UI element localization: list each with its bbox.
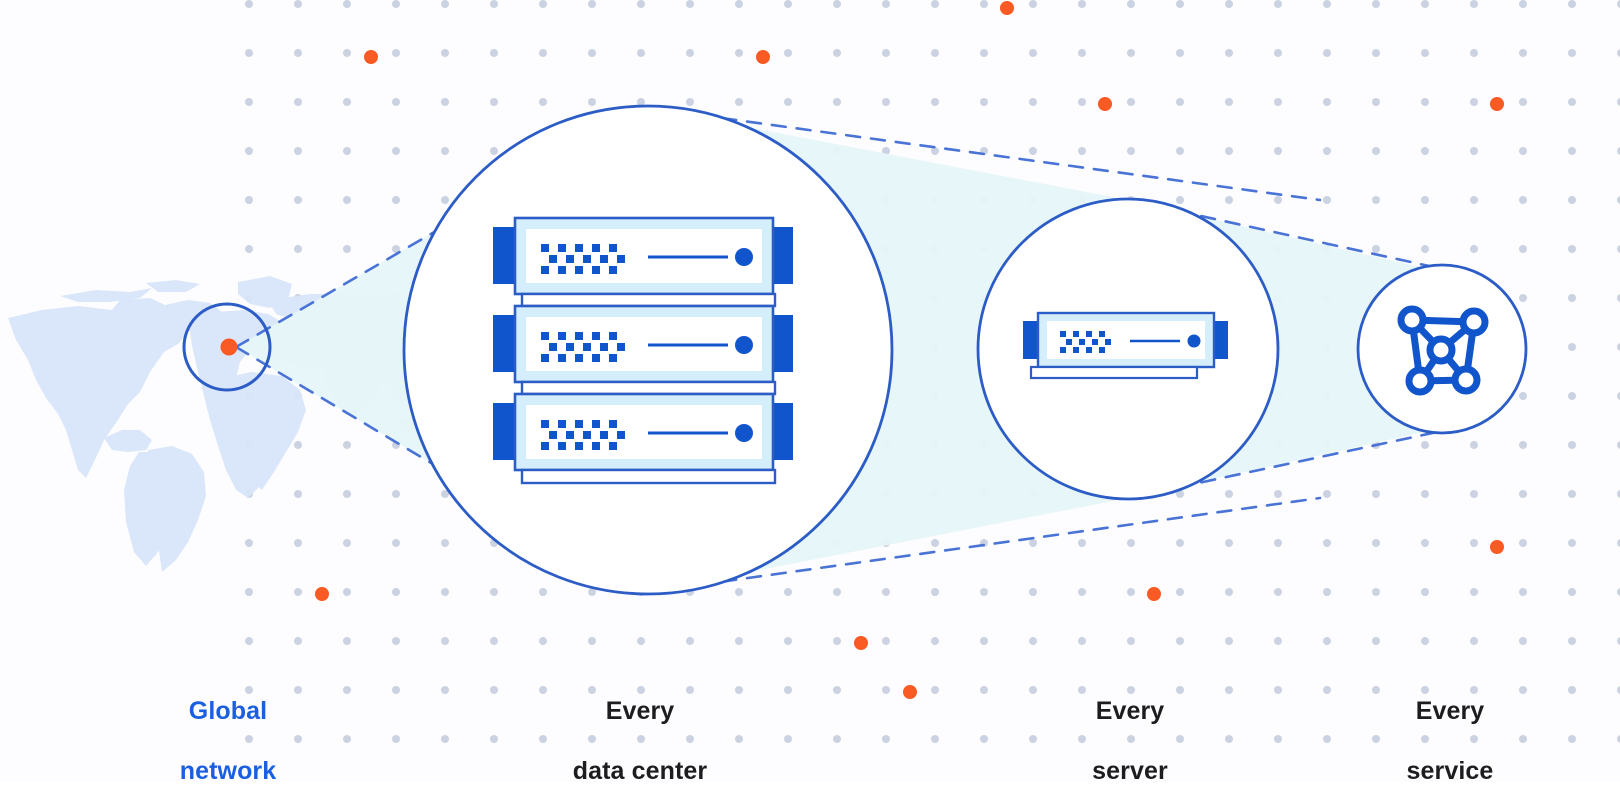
server-unit	[493, 216, 793, 296]
network-location-marker-icon	[220, 338, 238, 356]
stage-label-data-center: Every data center	[530, 666, 750, 786]
label-line-1: Global	[188, 697, 268, 725]
stage-label-server: Every server	[1020, 666, 1240, 786]
europe-highlight-circle	[182, 302, 272, 392]
stage-label-service: Every service	[1340, 666, 1560, 786]
label-line-2: network	[179, 757, 277, 785]
server-unit	[493, 304, 793, 384]
server-unit	[493, 392, 793, 472]
single-server-icon	[1023, 311, 1228, 380]
label-line-2: data center	[572, 757, 708, 785]
label-line-2: service	[1406, 757, 1494, 785]
label-line-2: server	[1092, 757, 1168, 785]
label-line-1: Every	[1415, 697, 1485, 725]
label-line-1: Every	[605, 697, 675, 725]
orange-accent-dots	[315, 1, 1504, 699]
label-line-1: Every	[1095, 697, 1165, 725]
server-rack-icon	[493, 216, 793, 485]
stage-label-global-network: Global network	[118, 666, 338, 786]
network-mesh-icon	[1397, 305, 1489, 396]
